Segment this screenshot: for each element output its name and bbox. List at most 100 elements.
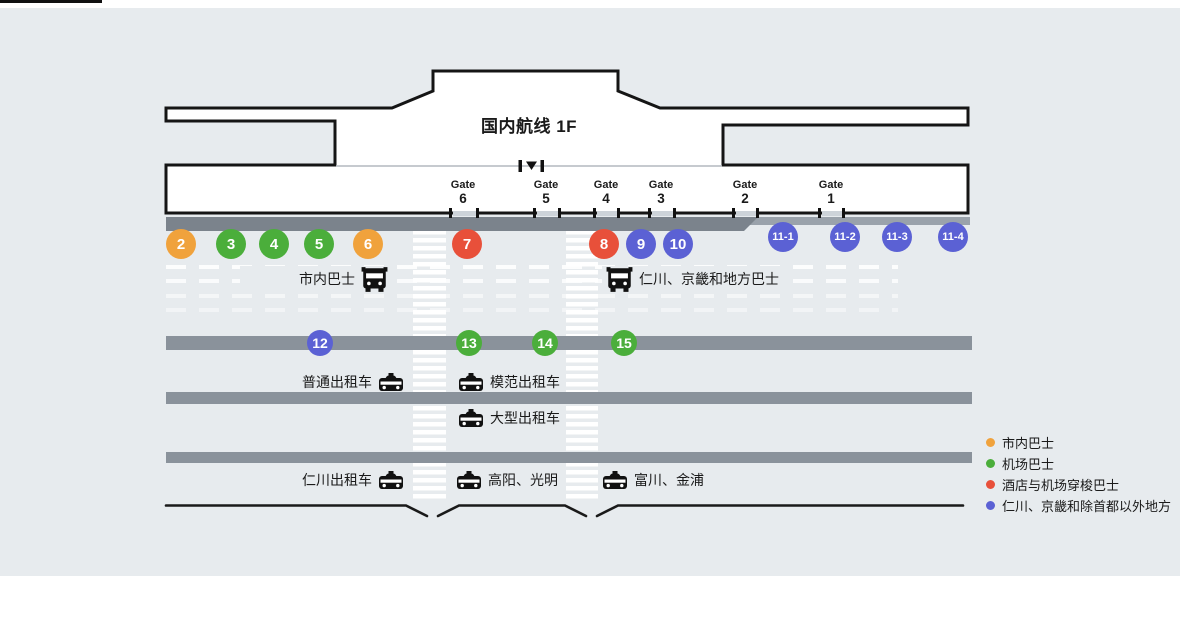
gate-door-5	[537, 210, 558, 216]
large-taxi-label: 大型出租车	[458, 405, 560, 431]
taxi-icon	[602, 471, 628, 490]
regular-taxi-label: 普通出租车	[250, 369, 404, 395]
top-left-black-bar	[0, 0, 102, 3]
stop-marker-4: 4	[259, 229, 289, 259]
gate-word: Gate	[593, 179, 619, 191]
legend-label: 市内巴士	[1002, 435, 1055, 451]
gate-word: Gate	[818, 179, 844, 191]
city-bus-label: 市内巴士	[240, 266, 392, 292]
legend-item: 仁川、京畿和除首都以外地方	[986, 498, 1172, 514]
gate-door-6	[453, 210, 476, 216]
stop-marker-14: 14	[532, 330, 558, 356]
gate-door-2	[736, 210, 756, 216]
stop-marker-8: 8	[589, 229, 619, 259]
stop-marker-3: 3	[216, 229, 246, 259]
terminal-building-drawing	[164, 69, 970, 518]
stop-marker-13: 13	[456, 330, 482, 356]
stop-marker-11-3: 11-3	[882, 222, 912, 252]
stop-marker-6: 6	[353, 229, 383, 259]
gate-tick	[448, 208, 452, 218]
incheon-gyeonggi-bus-text: 仁川、京畿和地方巴士	[639, 271, 779, 287]
gate-number: 5	[542, 190, 550, 206]
road-lane-4	[166, 452, 972, 463]
stop-marker-12: 12	[307, 330, 333, 356]
stop-marker-9: 9	[626, 229, 656, 259]
gate-tick	[475, 208, 479, 218]
legend-item: 机场巴士	[986, 456, 1171, 472]
gate-tick	[817, 208, 821, 218]
legend-item: 市内巴士	[986, 435, 1171, 451]
gate-number: 6	[459, 190, 467, 206]
legend-bullet-icon	[986, 479, 995, 489]
gate-word: Gate	[533, 179, 559, 191]
gate-door-4	[597, 210, 617, 216]
taxi-icon	[458, 373, 484, 392]
taxi-icon	[378, 373, 404, 392]
curb-road-dark-section	[166, 217, 758, 231]
stop-marker-7: 7	[452, 229, 482, 259]
stop-marker-5: 5	[304, 229, 334, 259]
legend-bullet-icon	[986, 458, 995, 468]
gate-tick	[532, 208, 536, 218]
gate-word: Gate	[732, 179, 758, 191]
gate-number: 1	[827, 190, 835, 206]
stop-marker-11-2: 11-2	[830, 222, 860, 252]
model-taxi-label: 模范出租车	[458, 369, 560, 395]
model-taxi-text: 模范出租车	[490, 374, 560, 390]
incheon-gyeonggi-bus-label: 仁川、京畿和地方巴士	[602, 266, 783, 292]
legend-item: 酒店与机场穿梭巴士	[986, 477, 1171, 493]
legend-bullet-icon	[986, 500, 995, 510]
lane-dashes	[166, 294, 898, 298]
gate-word: Gate	[450, 179, 476, 191]
stop-marker-10: 10	[663, 229, 693, 259]
gate-door-3	[652, 210, 673, 216]
gate-tick	[616, 208, 620, 218]
gate-number: 3	[657, 190, 665, 206]
lane-dashes	[166, 279, 898, 283]
gate-tick	[731, 208, 735, 218]
gate-door-1	[822, 210, 842, 216]
incheon-taxi-label: 仁川出租车	[250, 467, 404, 493]
goyang-gwangmyeong-label: 高阳、光明	[456, 467, 558, 493]
gate-tick	[592, 208, 596, 218]
curb-road-light-section	[742, 217, 970, 225]
road-lane-2	[166, 336, 972, 350]
taxi-icon	[378, 471, 404, 490]
gate-tick	[755, 208, 759, 218]
stop-marker-2: 2	[166, 229, 196, 259]
bucheon-gimpo-label: 富川、金浦	[602, 467, 704, 493]
large-taxi-text: 大型出租车	[490, 410, 560, 426]
legend-label: 机场巴士	[1002, 456, 1055, 472]
bucheon-gimpo-text: 富川、金浦	[634, 472, 704, 488]
taxi-icon	[456, 471, 482, 490]
city-bus-text: 市内巴士	[299, 271, 355, 287]
terminal-building-outline	[164, 69, 970, 215]
road-lane-3	[166, 392, 972, 404]
bus-icon	[361, 267, 388, 292]
gate-word: Gate	[648, 179, 674, 191]
gate-tick	[557, 208, 561, 218]
legend: 市内巴士机场巴士酒店与机场穿梭巴士仁川、京畿和除首都以外地方	[986, 435, 1172, 514]
terminal-exit-marker	[518, 160, 544, 172]
stop-marker-11-4: 11-4	[938, 222, 968, 252]
taxi-icon	[458, 409, 484, 428]
gate-tick	[841, 208, 845, 218]
legend-label: 仁川、京畿和除首都以外地方	[1002, 498, 1172, 514]
bottom-guide-line	[164, 504, 965, 518]
lane-dashes	[166, 308, 898, 312]
stop-marker-15: 15	[611, 330, 637, 356]
bus-icon	[606, 267, 633, 292]
gate-number: 2	[741, 190, 749, 206]
legend-bullet-icon	[986, 437, 995, 447]
terminal-title: 国内航线 1F	[480, 117, 578, 136]
stop-marker-11-1: 11-1	[768, 222, 798, 252]
goyang-gwangmyeong-text: 高阳、光明	[488, 472, 558, 488]
